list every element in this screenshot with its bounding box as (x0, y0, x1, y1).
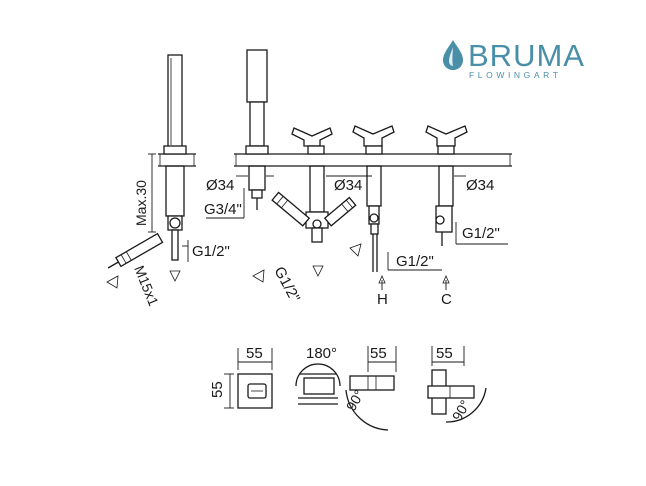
diameter-mid-label: Ø34 (334, 177, 362, 194)
outlet-thread-label: M15x1 (131, 263, 162, 308)
brand-name: BRUMA (468, 38, 585, 73)
deck-section (158, 153, 512, 167)
hot-label: H (377, 291, 388, 308)
detail3-width-label: 55 (436, 345, 453, 362)
detail-square-handle: 55 55 (209, 345, 273, 409)
detail-lever-180: 180° 55 90° (295, 345, 397, 431)
water-drop-icon (443, 40, 463, 70)
detail2-width-label: 55 (370, 345, 387, 362)
max-depth-label: Max.30 (133, 180, 149, 226)
detail1-height-label: 55 (209, 381, 226, 398)
dimension-lines (106, 153, 508, 290)
hand-shower-detached (245, 49, 269, 210)
thread-1-2-angled-label: G1/2" (270, 264, 303, 305)
thread-1-2-mid-label: G1/2" (396, 253, 434, 270)
brand-tagline: FLOWINGART (469, 70, 562, 80)
detail3-angle-label: 90° (449, 397, 473, 423)
brand-logo: BRUMA FLOWINGART (443, 38, 585, 80)
thread-1-2-right-label: G1/2" (462, 225, 500, 242)
detail-cross-handle: 55 90° (427, 345, 487, 424)
diameter-left-label: Ø34 (206, 177, 234, 194)
detail1-width-label: 55 (246, 345, 263, 362)
thread-1-2-left-label: G1/2" (192, 243, 230, 260)
cold-label: C (441, 291, 452, 308)
diameter-right-label: Ø34 (466, 177, 494, 194)
hand-shower-mounted (107, 54, 187, 269)
cold-water-valve (425, 125, 468, 246)
diverter-valve (271, 127, 357, 243)
detail2-rotation-label: 180° (306, 345, 337, 362)
thread-3-4-label: G3/4" (204, 201, 242, 218)
hot-water-valve (352, 125, 395, 272)
